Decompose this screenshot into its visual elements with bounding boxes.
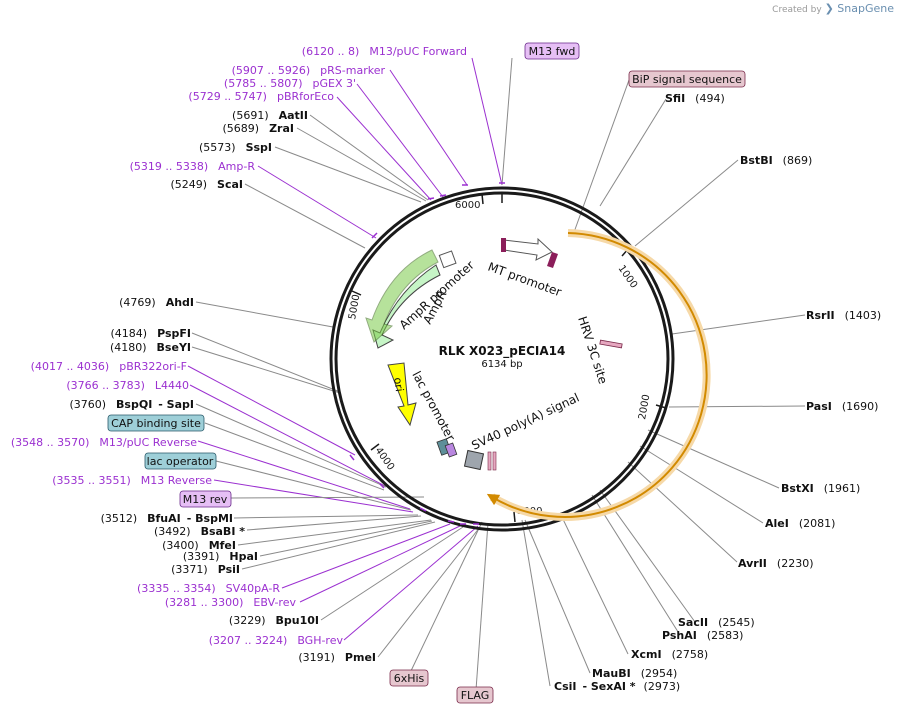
tick-label-6000: 6000: [455, 200, 480, 211]
primer-marks: [349, 182, 505, 525]
sv40-polya-label: SV40 poly(A) signal: [469, 391, 581, 453]
hrv-3c-site-mark: [599, 339, 623, 349]
lac-operator-mark: [444, 442, 458, 458]
site-aatii: (5691)AatII: [232, 109, 308, 122]
site-ahdi: (4769)AhdI: [119, 296, 194, 309]
site-bpu10i: (3229)Bpu10I: [229, 614, 319, 627]
cds-arc-line: [486, 232, 708, 518]
bip-signal-mark: [547, 252, 558, 268]
site-rsrii: RsrII(1403): [806, 309, 881, 322]
svg-text:CAP binding site: CAP binding site: [111, 417, 201, 430]
site-bstxi: BstXI(1961): [781, 482, 860, 495]
primer-bgh-rev: (3207 .. 3224)BGH-rev: [209, 634, 344, 647]
primer-m13-puc-forward: (6120 .. 8)M13/pUC Forward: [302, 45, 467, 58]
plasmid-length: 6134 bp: [481, 359, 522, 370]
mt-promoter-cap: [501, 238, 506, 252]
ampr-promoter-box: [438, 250, 457, 269]
lac-promoter-label: lac promoter: [409, 369, 457, 443]
site-pshai: PshAI(2583): [662, 629, 743, 642]
sv40-polya-mark: [463, 449, 485, 471]
site-bseyi: (4180)BseYI: [110, 341, 191, 354]
boxed-labels: M13 fwd BiP signal sequence CAP binding …: [107, 42, 746, 704]
site-csii: CsiI- SexAI *(2973): [554, 680, 680, 693]
site-zrai: (5689)ZraI: [223, 122, 295, 135]
mt-promoter-arrow: [503, 237, 553, 261]
right-site-labels: SfiI(494) BstBI(869) RsrII(1403) PasI(16…: [554, 92, 881, 693]
tick-labels: 1000 2000 3000 4000 5000 6000: [347, 200, 652, 517]
site-avrii: AvrII(2230): [738, 557, 813, 570]
primer-l4440: (3766 .. 3783)L4440: [66, 379, 189, 392]
feature-shapes: [365, 229, 711, 521]
site-hpai: (3391)HpaI: [183, 550, 258, 563]
primer-ebv-rev: (3281 .. 3300)EBV-rev: [165, 596, 297, 609]
tick-label-5000: 5000: [347, 294, 362, 321]
site-xcmi: XcmI(2758): [631, 648, 708, 661]
label-cap-binding-site: CAP binding site: [107, 414, 205, 432]
site-maubi: MauBI(2954): [592, 667, 677, 680]
label-6xhis: 6xHis: [389, 669, 429, 687]
site-sspi: (5573)SspI: [199, 141, 272, 154]
svg-text:FLAG: FLAG: [461, 689, 490, 702]
snapgene-logo: ❯ SnapGene: [824, 2, 894, 15]
site-pmei: (3191)PmeI: [298, 651, 376, 664]
primer-amp-r: (5319 .. 5338)Amp-R: [130, 160, 256, 173]
backbone-outer: [329, 186, 675, 532]
leader-lines: [187, 57, 806, 691]
svg-text:lac operator: lac operator: [147, 455, 214, 468]
his-tag-mark: [487, 451, 492, 471]
label-flag: FLAG: [456, 686, 494, 704]
site-mfei: (3400)MfeI: [162, 539, 236, 552]
site-bspqi: (3760)BspQI- SapI: [69, 398, 194, 411]
plasmid-name: RLK X023_pECIA14: [439, 344, 566, 359]
svg-text:6xHis: 6xHis: [394, 672, 425, 685]
site-sacii: SacII(2545): [678, 616, 755, 629]
flag-tag-mark: [492, 451, 497, 471]
site-bsabi: (3492)BsaBI *: [154, 525, 245, 538]
site-psii: (3371)PsiI: [171, 563, 240, 576]
primer-sv40pa-r: (3335 .. 3354)SV40pA-R: [137, 582, 280, 595]
left-site-labels: (5691)AatII (5689)ZraI (5573)SspI (5249)…: [69, 109, 376, 664]
primer-pbr322ori-f: (4017 .. 4036)pBR322ori-F: [31, 360, 187, 373]
label-m13-fwd: M13 fwd: [524, 42, 580, 60]
site-pspfi: (4184)PspFI: [111, 327, 191, 340]
primer-prs-marker: (5907 .. 5926)pRS-marker: [232, 64, 386, 77]
primer-pbrforeco: (5729 .. 5747)pBRforEco: [188, 90, 334, 103]
primer-labels: (6120 .. 8)M13/pUC Forward (5907 .. 5926…: [11, 45, 467, 647]
label-lac-operator: lac operator: [144, 452, 217, 470]
svg-text:BiP signal sequence: BiP signal sequence: [632, 73, 742, 86]
primer-pgex-3: (5785 .. 5807)pGEX 3': [224, 77, 356, 90]
site-scai: (5249)ScaI: [170, 178, 243, 191]
snapgene-watermark: Created by ❯ SnapGene: [772, 2, 894, 15]
created-by-text: Created by: [772, 5, 822, 15]
primer-m13-puc-reverse: (3548 .. 3570)M13/pUC Reverse: [11, 436, 197, 449]
ampr-arrow: [365, 249, 439, 343]
site-pasi: PasI(1690): [806, 400, 878, 413]
ori-arrow: [387, 362, 417, 427]
site-sfii: SfiI(494): [665, 92, 725, 105]
tick-label-1000: 1000: [616, 263, 640, 290]
hrv-3c-site-label: HRV 3C site: [575, 315, 610, 386]
primer-m13-reverse: (3535 .. 3551)M13 Reverse: [52, 474, 212, 487]
ori-label: ori: [391, 377, 406, 393]
center-label: RLK X023_pECIA14 6134 bp: [439, 344, 566, 370]
label-m13-rev: M13 rev: [179, 490, 232, 508]
site-alei: AleI(2081): [765, 517, 835, 530]
site-bstbi: BstBI(869): [740, 154, 812, 167]
label-bip-signal-sequence: BiP signal sequence: [628, 70, 746, 88]
svg-text:M13 rev: M13 rev: [183, 493, 228, 506]
site-bfuai: (3512)BfuAI- BspMI: [101, 512, 233, 525]
tick-label-2000: 2000: [637, 394, 652, 421]
svg-text:M13 fwd: M13 fwd: [529, 45, 576, 58]
